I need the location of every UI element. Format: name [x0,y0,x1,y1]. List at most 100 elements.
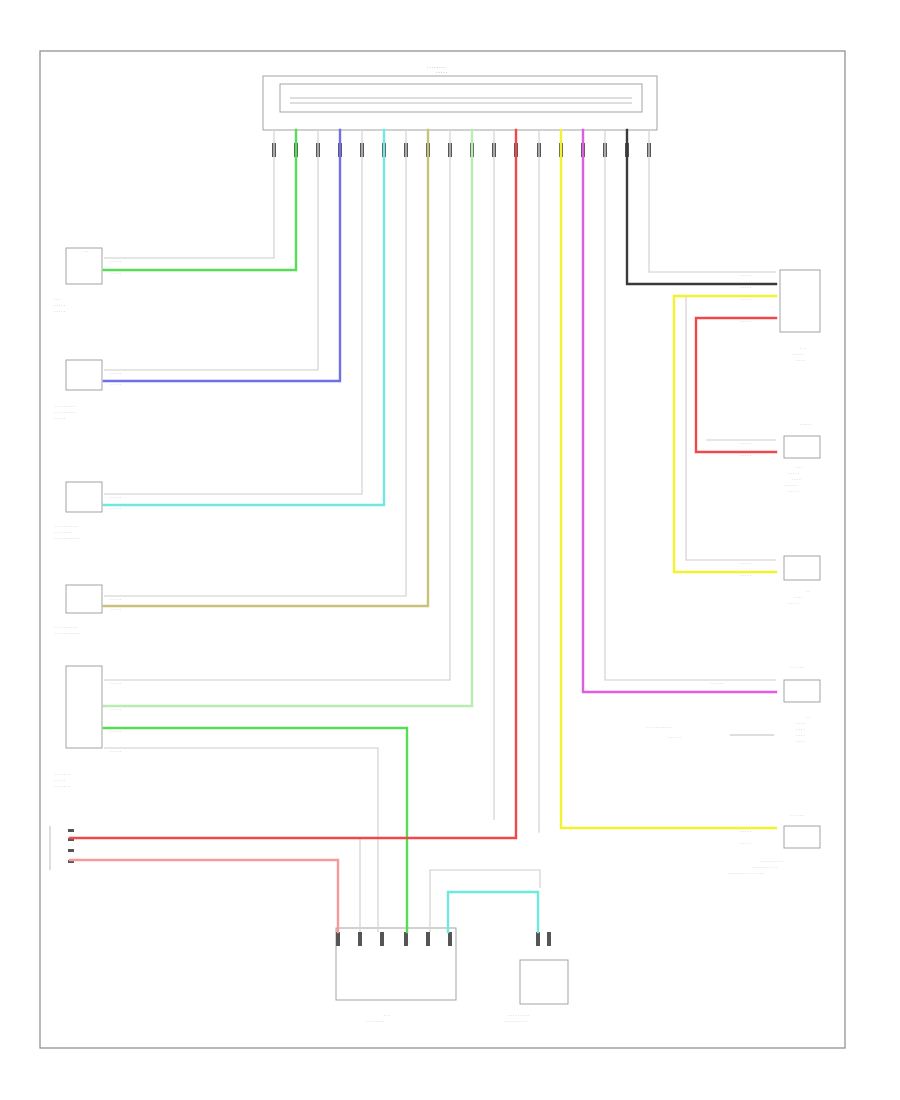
component-right-2: - - - - - - - - - - - - - - - - - - - - … [783,421,821,493]
svg-text:- - - - - - - - - - -: - - - - - - - - - - - [646,724,672,729]
svg-text:- - - - -: - - - - - [110,606,122,611]
component-1: - - - - - - - - - - - - - - - [54,247,103,313]
svg-text:- - - -: - - - - [796,738,805,743]
svg-text:- - -: - - - [54,296,61,301]
svg-text:- - - - - - - -: - - - - - - - - [366,1018,385,1023]
svg-text:- - - - -: - - - - - [740,840,752,845]
svg-text:- - - - -: - - - - - [54,777,66,782]
component-5: - - - - - - - - - - - - - - - - - - - [54,665,103,788]
wire-light-green [102,128,474,708]
component-right-3: - - - - - - - - - - - [783,555,821,605]
wire-red-light [68,858,340,934]
svg-text:- - - - - - - -: - - - - - - - - [427,64,446,69]
svg-text:- - - - -: - - - - - [110,505,122,510]
svg-text:- - - - -: - - - - - [740,560,752,565]
svg-text:- - - - - -: - - - - - - [790,664,804,669]
wire-red-right [694,316,778,454]
svg-text:- - - - - -: - - - - - - [784,482,798,487]
svg-text:- - - - -: - - - - - [110,370,122,375]
wires [68,128,778,934]
svg-text:- - -: - - - [796,464,803,469]
wire-label-marks: - - - - - - - - - - - - - - - - - - - - … [110,258,752,845]
wire-magenta [581,128,778,694]
top-module-body [262,75,658,131]
svg-text:- -: - - [806,714,810,719]
svg-text:- - -: - - - [384,1012,391,1017]
svg-text:- - - - -: - - - - - [436,69,448,74]
diagram-frame [39,50,846,1049]
svg-text:- - - -: - - - - [796,357,805,362]
svg-text:- - - - -: - - - - - [110,258,122,263]
wire-olive [102,128,430,608]
svg-text:- - - - -: - - - - - [110,596,122,601]
component-3: - - - - - - - - - - - - - - - - - - - - … [54,481,103,540]
svg-text:- - - - -: - - - - - [54,308,66,313]
svg-text:- - - - - - - - -: - - - - - - - - - [508,1012,530,1017]
svg-text:- - - - -: - - - - - [740,572,752,577]
component-4: - - - - - - - - - - - - - - - - - - - - … [54,584,103,635]
svg-text:- - - - - -: - - - - - - [710,680,724,685]
wire-yellow [559,128,778,830]
wire-cyan [102,128,386,507]
svg-text:- - - - - - - - - - -: - - - - - - - - - - - [752,864,778,869]
wire-cyan-bottom [446,890,540,934]
left-bus-markers [49,826,74,870]
svg-text:- - - - -: - - - - - [788,470,800,475]
svg-text:- - - -: - - - - [796,732,805,737]
top-module: - - - - - - - - - - - - - [262,64,658,131]
svg-text:- - - - -: - - - - - [110,494,122,499]
svg-text:- - - - -: - - - - - [740,440,752,445]
svg-text:- - - -: - - - - [796,726,805,731]
svg-text:- -: - - [84,248,88,253]
svg-text:- - - -: - - - - [794,594,803,599]
svg-text:- - - - -: - - - - - [110,728,122,733]
svg-text:- - - - -: - - - - - [800,421,812,426]
svg-text:- - -: - - - [800,345,807,350]
bottom-connector: - - - - - - - - - - - - - - - - - - - [504,932,569,1023]
wire-green-bottom [102,726,409,934]
wire-yellow-right [672,294,778,574]
svg-text:- - - -: - - - - [796,720,805,725]
svg-text:- - - - - -: - - - - - - [790,812,804,817]
svg-text:- - - - -: - - - - - [110,381,122,386]
svg-text:- - - - - - -: - - - - - - - [54,783,71,788]
svg-text:- - - - -: - - - - - [740,296,752,301]
svg-text:- - - - - - - - - - - - - - -: - - - - - - - - - - - - - - - [728,870,764,875]
wire-green [102,128,298,272]
svg-text:- - - - -: - - - - - [110,270,122,275]
bottom-junction: - - - - - - - - - - - [335,927,457,1023]
svg-text:- - - - -: - - - - - [740,828,752,833]
component-right-1: - - - - - - - - - - - - [779,269,821,362]
svg-text:- - - - - - - - - - -: - - - - - - - - - - - [54,630,80,635]
component-right-5: - - - - - - - - - - - - - - - - - - - - … [728,812,821,875]
svg-text:- - - - -: - - - - - [54,415,66,420]
component-right-4: - - - - - - - - - - - - - - - - - - - - … [646,664,821,743]
wire-blue [102,128,342,383]
svg-text:- - - - - - - - - - -: - - - - - - - - - - - [54,535,80,540]
svg-text:- - - - -: - - - - - [740,452,752,457]
svg-text:- - - - -: - - - - - [110,706,122,711]
svg-text:- - - - -: - - - - - [740,272,752,277]
svg-text:- - - - -: - - - - - [788,488,800,493]
svg-text:- - - - - - - - -: - - - - - - - - - [54,403,76,408]
svg-text:- - - - -: - - - - - [788,600,800,605]
svg-text:- - - -: - - - - [792,476,801,481]
svg-text:- - - - -: - - - - - [110,680,122,685]
svg-text:- - - - - - - - - -: - - - - - - - - - - [54,624,78,629]
wire-black [625,128,778,286]
svg-text:- - - - -: - - - - - [792,351,804,356]
svg-text:- - - - - - - - -: - - - - - - - - - [54,409,76,414]
top-connector-pins [272,143,651,157]
svg-text:- - - - -: - - - - - [54,302,66,307]
svg-text:- - - - - - - -: - - - - - - - - [54,529,73,534]
svg-text:- - - - -: - - - - - [110,748,122,753]
svg-text:- - - - - - - - - -: - - - - - - - - - - [760,858,784,863]
wire-red [68,128,518,840]
svg-text:- - - - - - - - - -: - - - - - - - - - - [54,523,78,528]
svg-text:- - - - - -: - - - - - - [668,734,682,739]
svg-text:- - - - - - - - - -: - - - - - - - - - - [504,1018,528,1023]
component-2: - - - - - - - - - - - - - - - - - - - - … [54,359,103,420]
svg-text:- - - - -: - - - - - [740,318,752,323]
svg-text:- -: - - [806,588,810,593]
